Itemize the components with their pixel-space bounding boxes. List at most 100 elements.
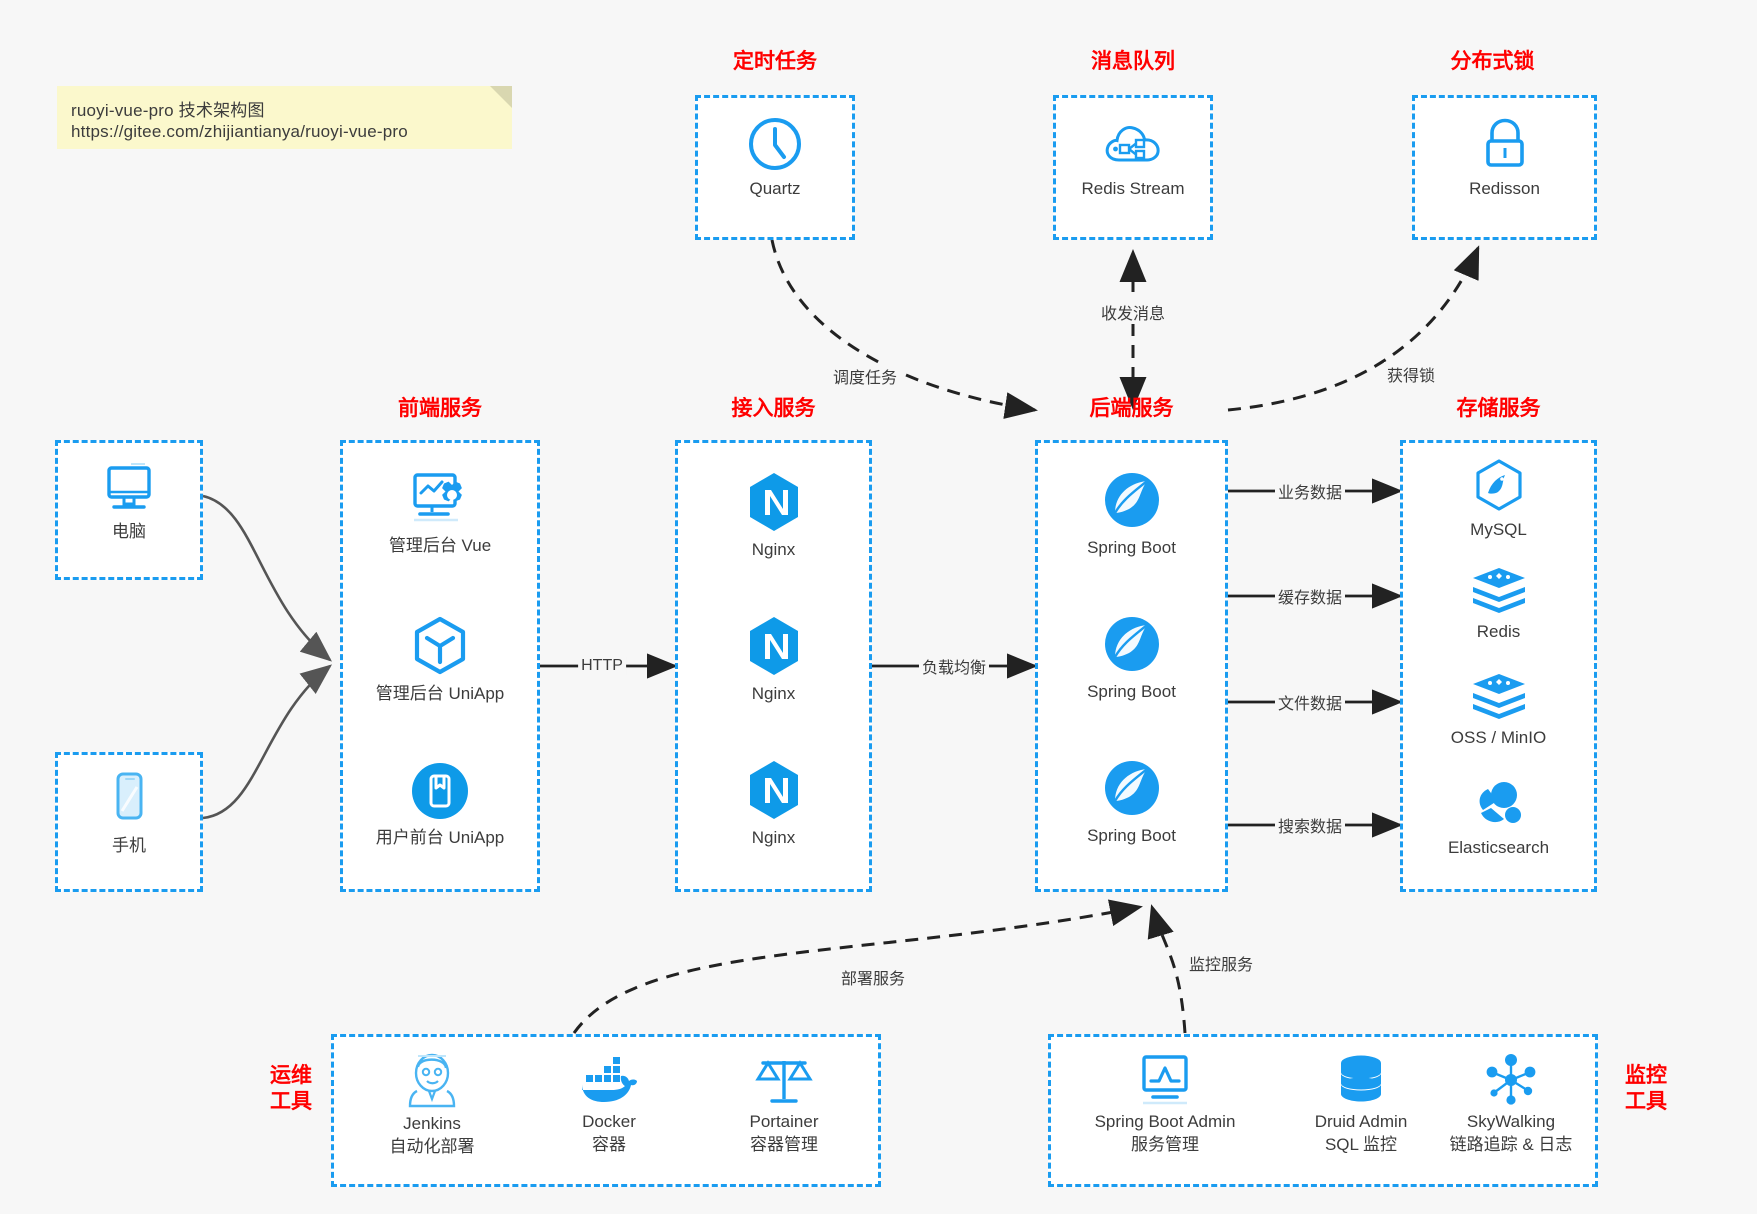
node-label: 管理后台 UniApp [375,684,505,703]
group-box-devops: Jenkins 自动化部署 Docker 容器 [331,1034,881,1187]
nginx-icon [749,761,798,819]
node-elasticsearch[interactable]: Elasticsearch [1403,779,1594,859]
group-title-devops-line1: 运维 [270,1064,312,1087]
group-box-device-phone: 手机 [55,752,203,892]
group-box-storage: MySQL Redis OSS / MinIO [1400,440,1597,892]
database-icon [1341,1055,1381,1102]
node-label: Nginx [751,828,796,847]
spring-boot-icon [1104,473,1159,527]
docker-icon [582,1057,637,1102]
cloud-stream-icon [1105,126,1160,162]
group-title-storage: 存储服务 [1456,397,1541,420]
node-druid-admin[interactable]: Druid Admin SQL 监控 [1271,1053,1451,1156]
group-box-scheduler: Quartz [695,95,855,240]
group-box-frontend: 管理后台 Vue 管理后台 UniApp 用户前台 UniApp [340,440,540,892]
node-nginx-2[interactable]: Nginx [678,615,869,705]
node-label: Redis [1476,622,1521,641]
monitor-chart-icon [1142,1055,1188,1105]
node-sublabel: 自动化部署 [389,1136,475,1156]
node-quartz[interactable]: Quartz [698,116,852,200]
node-docker[interactable]: Docker 容器 [519,1055,699,1156]
node-oss-minio[interactable]: OSS / MinIO [1403,671,1594,749]
node-label: Redis Stream [1081,179,1185,198]
edge-label-cache-data: 缓存数据 [1274,584,1346,608]
node-spring-boot-2[interactable]: Spring Boot [1038,613,1225,703]
edge-label-file-data: 文件数据 [1274,690,1346,714]
node-label: Spring Boot Admin [1094,1112,1236,1131]
node-label: Elasticsearch [1447,838,1550,857]
node-label: 管理后台 Vue [388,536,492,555]
node-nginx-3[interactable]: Nginx [678,759,869,849]
group-title-frontend: 前端服务 [398,397,482,420]
skywalking-icon [1486,1054,1536,1105]
note-url: https://gitee.com/zhijiantianya/ruoyi-vu… [71,122,408,141]
node-label: 手机 [112,836,146,855]
node-sublabel: 服务管理 [1131,1134,1199,1154]
node-label: Redisson [1469,179,1540,198]
group-box-monitoring: Spring Boot Admin 服务管理 Druid Admin SQL 监… [1048,1034,1598,1187]
group-title-gateway: 接入服务 [731,397,816,420]
nginx-icon [749,617,798,675]
node-user-uniapp[interactable]: 用户前台 UniApp [343,761,537,849]
group-title-scheduler: 定时任务 [733,50,817,73]
edge-label-search-data: 搜索数据 [1274,813,1346,837]
dashboard-settings-icon [413,473,462,522]
node-redis-stream[interactable]: Redis Stream [1056,116,1210,200]
group-box-device-pc: 电脑 [55,440,203,580]
app-circle-icon [412,763,468,819]
edge-label-send-receive-message: 收发消息 [1097,300,1169,324]
node-admin-uniapp[interactable]: 管理后台 UniApp [343,615,537,705]
edge-label-http: HTTP [578,657,626,675]
node-label: Jenkins [403,1114,461,1133]
group-title-monitoring-line1: 监控 [1625,1064,1667,1087]
edge-label-load-balance: 负载均衡 [918,654,990,678]
group-title-monitoring-line2: 工具 [1625,1089,1667,1113]
nginx-icon [749,473,798,531]
node-label: Nginx [751,684,796,703]
node-label: Spring Boot [1087,538,1176,557]
spring-boot-icon [1104,617,1159,671]
group-title-devops-line2: 工具 [270,1089,312,1113]
node-phone[interactable]: 手机 [58,771,200,857]
mobile-icon [116,772,143,820]
node-jenkins[interactable]: Jenkins 自动化部署 [342,1051,522,1158]
note-fold-icon [490,86,512,108]
node-label: Quartz [749,179,801,198]
group-title-backend: 后端服务 [1089,397,1174,420]
node-label: OSS / MinIO [1450,728,1547,747]
node-spring-boot-admin[interactable]: Spring Boot Admin 服务管理 [1055,1053,1275,1156]
node-label: 电脑 [112,522,146,541]
node-admin-vue[interactable]: 管理后台 Vue [343,469,537,557]
node-mysql[interactable]: MySQL [1403,459,1594,541]
node-label: MySQL [1470,520,1527,539]
node-label: SkyWalking [1466,1112,1556,1131]
group-box-message-queue: Redis Stream [1053,95,1213,240]
note-title: ruoyi-vue-pro 技术架构图 [71,101,265,120]
node-skywalking[interactable]: SkyWalking 链路追踪 & 日志 [1421,1053,1601,1156]
node-portainer[interactable]: Portainer 容器管理 [694,1053,874,1156]
node-redisson[interactable]: Redisson [1415,116,1594,200]
redis-stack-icon [1472,568,1525,613]
group-title-devops: 运维 工具 [258,1063,324,1114]
node-redis[interactable]: Redis [1403,565,1594,643]
desktop-icon [107,463,151,509]
oss-stack-icon [1472,674,1525,719]
node-label: Spring Boot [1087,826,1176,845]
node-spring-boot-3[interactable]: Spring Boot [1038,757,1225,847]
node-nginx-1[interactable]: Nginx [678,471,869,561]
mysql-icon [1475,459,1522,511]
node-sublabel: 容器管理 [750,1134,818,1154]
group-title-message-queue: 消息队列 [1091,50,1175,73]
node-pc[interactable]: 电脑 [58,461,200,543]
edge-label-business-data: 业务数据 [1274,479,1346,503]
node-label: Druid Admin [1314,1112,1408,1131]
edge-label-monitor-service: 监控服务 [1185,951,1257,975]
spring-boot-icon [1104,761,1159,815]
node-label: Docker [582,1112,636,1131]
elasticsearch-icon [1479,782,1521,823]
group-box-distributed-lock: Redisson [1412,95,1597,240]
lock-icon [1485,118,1524,167]
node-spring-boot-1[interactable]: Spring Boot [1038,469,1225,559]
group-box-gateway: Nginx Nginx Nginx [675,440,872,892]
